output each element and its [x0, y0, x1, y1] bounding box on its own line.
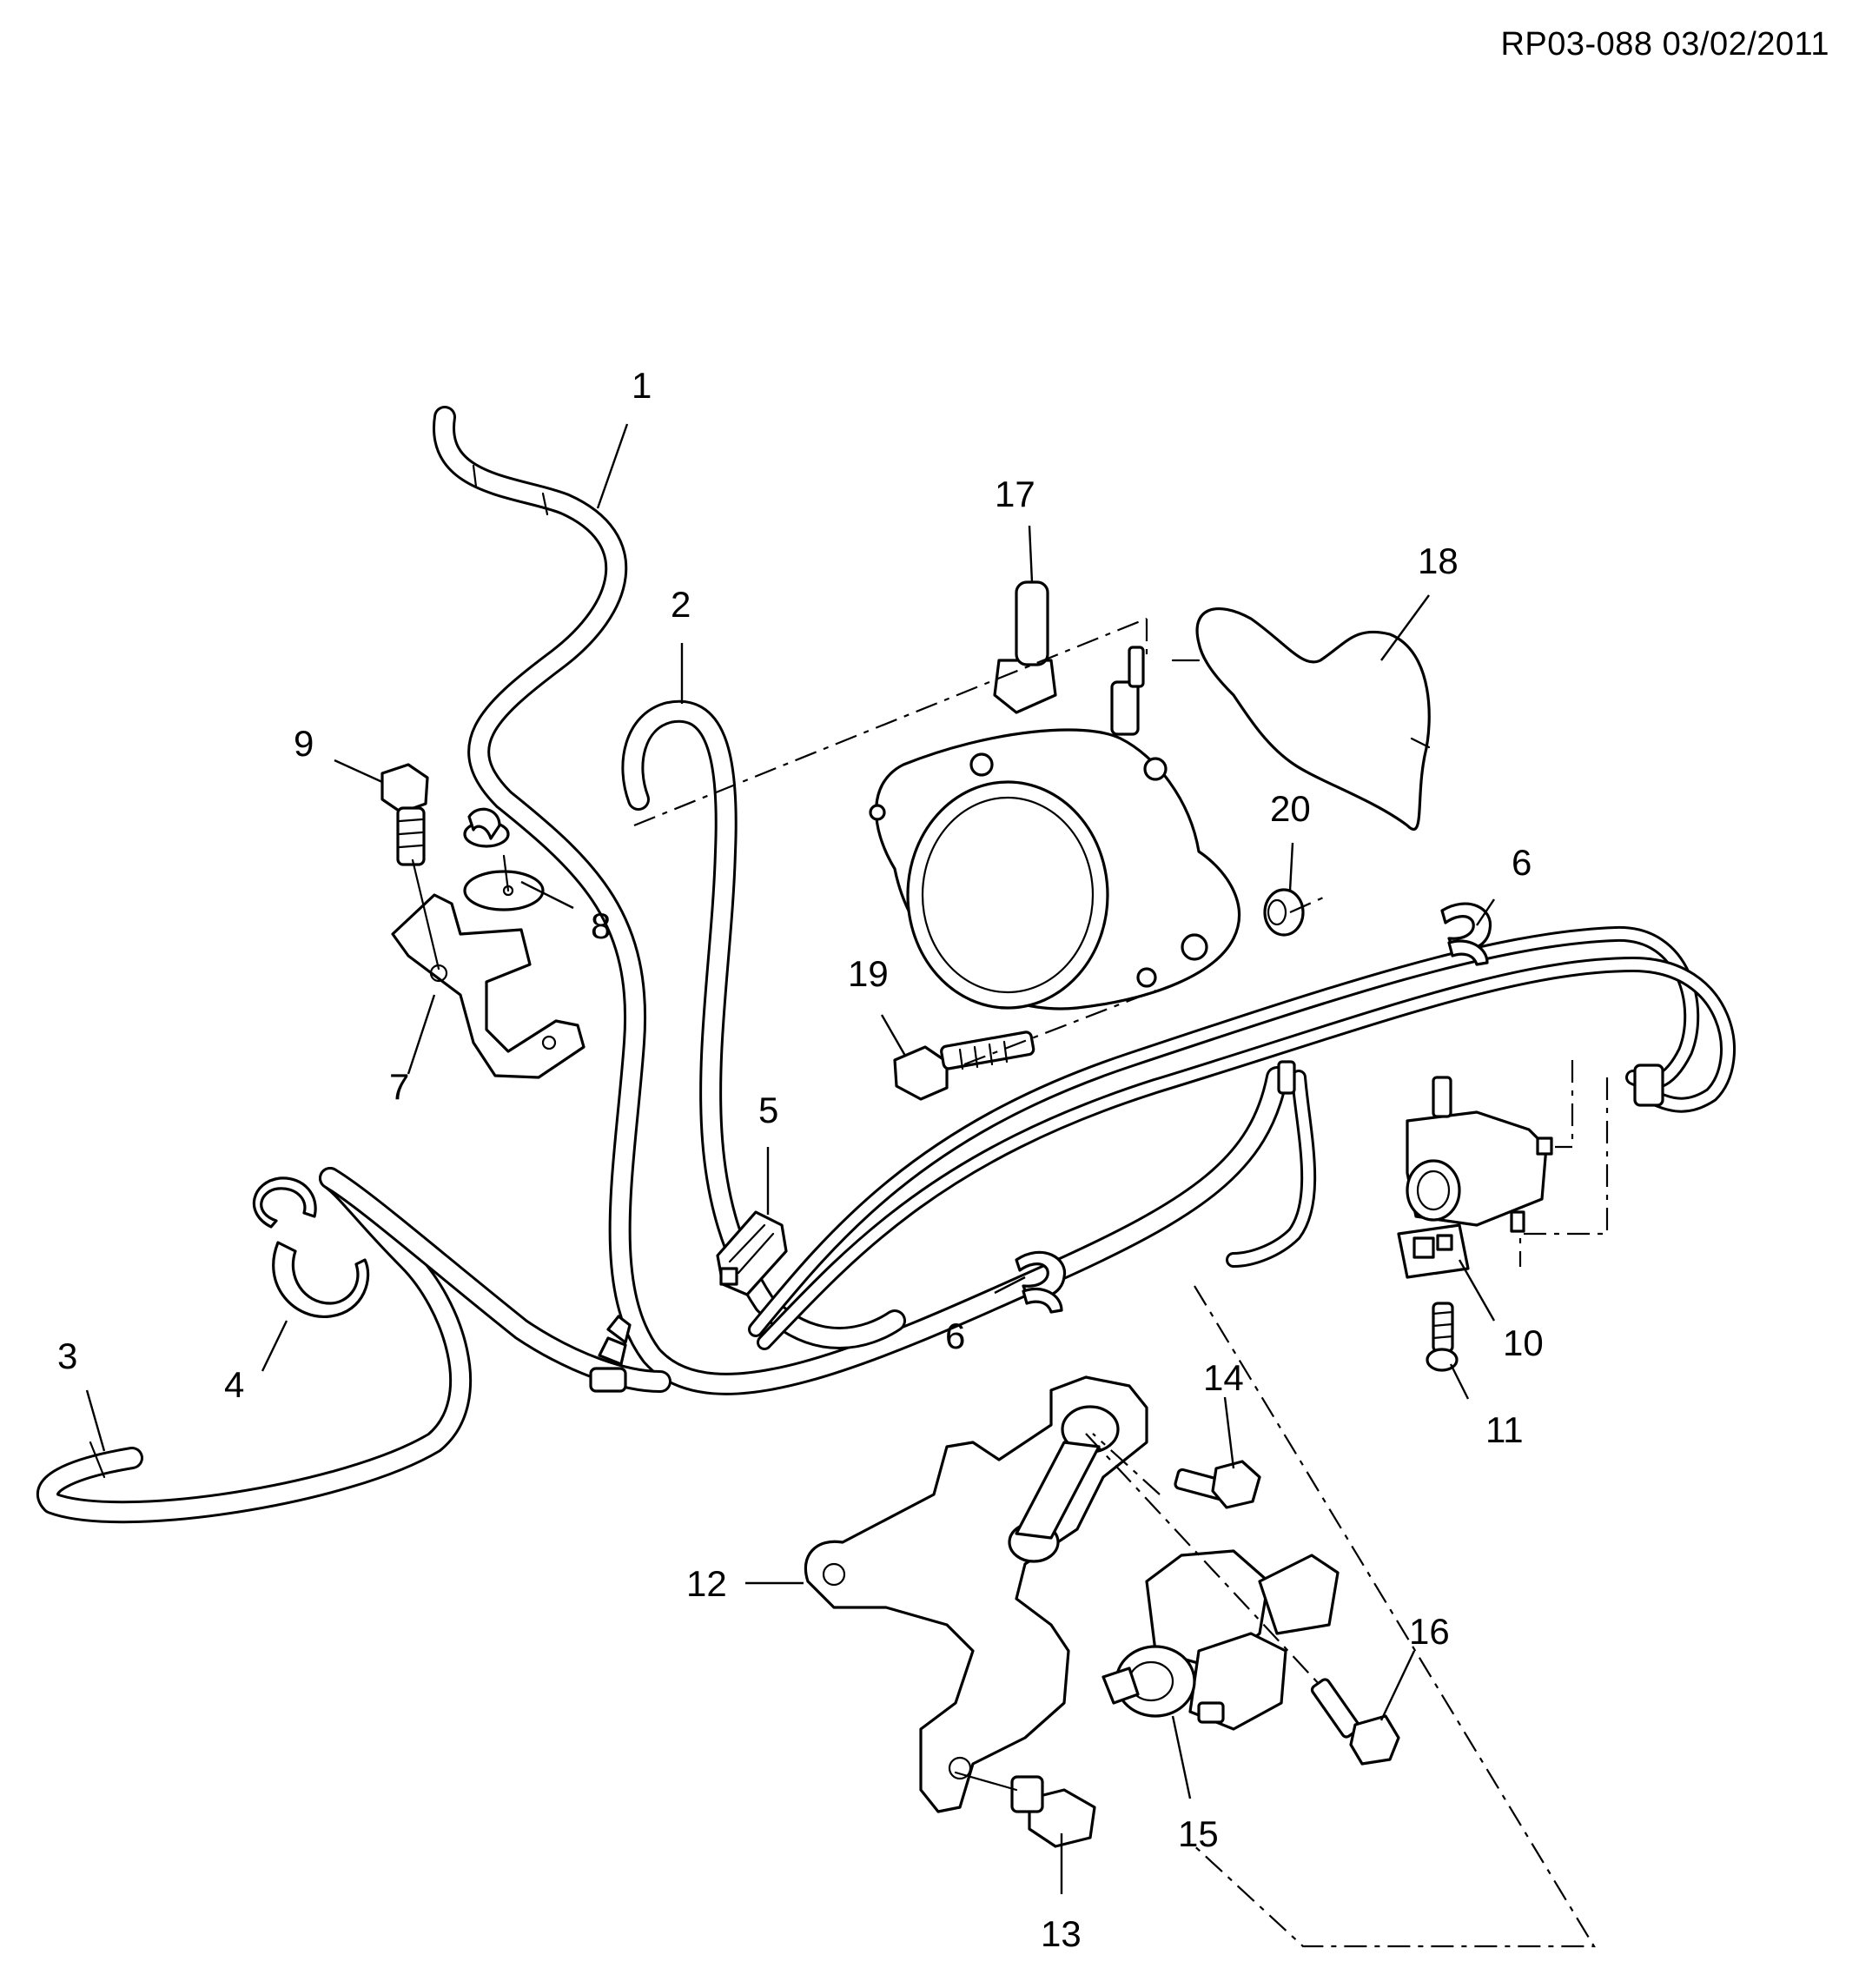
callout-7: 7 [389, 1066, 409, 1107]
solenoid-valve-10 [1397, 1076, 1553, 1279]
grommet-20 [1263, 888, 1305, 937]
callout-13: 13 [1041, 1913, 1082, 1954]
callout-11: 11 [1485, 1409, 1524, 1450]
callout-20: 20 [1270, 788, 1311, 829]
bolt-13 [954, 1771, 1096, 1848]
bolt-19 [893, 1030, 1035, 1101]
bolt-16 [1310, 1678, 1400, 1766]
hose-2 [621, 699, 906, 1349]
hose-3 [36, 1167, 671, 1524]
callout-15: 15 [1178, 1813, 1219, 1854]
pump-gasket [1171, 607, 1431, 832]
clip-6-upper [1440, 902, 1492, 966]
screw-11 [1426, 1302, 1459, 1372]
vacuum-pipe-assembly [748, 925, 1736, 1350]
callout-6-lower: 6 [945, 1315, 965, 1356]
callout-19: 19 [848, 953, 889, 994]
callout-12: 12 [686, 1563, 727, 1604]
callout-14: 14 [1203, 1357, 1244, 1398]
callout-4: 4 [224, 1364, 244, 1405]
hose-1 [433, 406, 1288, 1395]
bolt-9 [380, 763, 440, 971]
diagram-reference-code: RP03-088 03/02/2011 [1500, 26, 1829, 63]
clip-6-lower [1015, 1250, 1067, 1314]
callout-6-upper: 6 [1512, 842, 1532, 883]
callout-17: 17 [995, 474, 1035, 514]
callout-1: 1 [632, 365, 652, 406]
callout-3: 3 [57, 1335, 77, 1376]
hose-clamp [589, 1315, 632, 1393]
callout-labels: 1 2 3 4 5 6 6 7 8 9 10 11 12 13 14 15 16… [57, 365, 1544, 1954]
callout-2: 2 [671, 584, 691, 625]
bracket-7 [391, 893, 585, 1079]
solenoid-15 [1102, 1549, 1340, 1731]
callout-10: 10 [1503, 1322, 1544, 1363]
clip-8 [463, 807, 545, 911]
callout-18: 18 [1418, 540, 1459, 581]
clip-4 [252, 1176, 370, 1318]
callout-8: 8 [591, 905, 611, 946]
callout-16: 16 [1409, 1611, 1450, 1652]
connector-5 [716, 1210, 788, 1296]
bolt-14 [1174, 1460, 1261, 1509]
bracket-12 [804, 1375, 1148, 1813]
vacuum-pump [869, 580, 1241, 1011]
callout-leaders [85, 423, 1496, 1894]
assembly-dashed-lines [633, 617, 1609, 1948]
callout-5: 5 [758, 1090, 778, 1130]
callout-9: 9 [294, 723, 314, 764]
